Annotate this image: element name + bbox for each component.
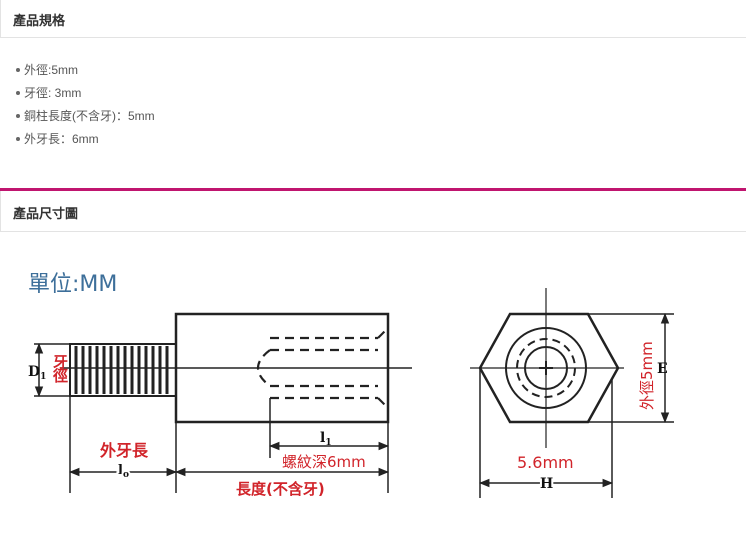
- spec-item: 外牙長：6mm: [16, 131, 155, 154]
- d1-dimension: [34, 342, 70, 398]
- thread-diameter-label: 牙徑: [51, 354, 69, 384]
- outer-diameter-label: 外徑5mm: [638, 341, 656, 410]
- bullet-icon: [16, 67, 20, 72]
- spec-item: 外徑:5mm: [16, 62, 155, 85]
- h-label: H: [540, 476, 553, 492]
- bullet-icon: [16, 90, 20, 95]
- e-dimension: [588, 312, 674, 424]
- thread-depth-label: 螺紋深6mm: [282, 453, 366, 471]
- bullet-icon: [16, 136, 20, 141]
- spec-list: 外徑:5mm 牙徑: 3mm 銅柱長度(不含牙)：5mm 外牙長：6mm: [16, 62, 155, 154]
- l1-label: l1: [320, 430, 332, 448]
- h-dimension: [478, 368, 614, 498]
- spec-section-header: 產品規格: [0, 0, 746, 38]
- male-thread-length-label: 外牙長: [99, 441, 149, 460]
- length-label: 長度(不含牙): [236, 480, 325, 498]
- standoff-side-view: [60, 312, 412, 424]
- d1-label: D1: [28, 364, 46, 382]
- svg-text:牙徑: 牙徑: [51, 354, 69, 384]
- spec-item: 牙徑: 3mm: [16, 85, 155, 108]
- dimension-section-header: 產品尺寸圖: [0, 191, 746, 232]
- spec-section-title: 產品規格: [13, 13, 66, 28]
- unit-label: 單位:MM: [28, 272, 117, 297]
- thread-ridges: [74, 346, 169, 394]
- e-label: E: [657, 361, 668, 377]
- standoff-end-view: [470, 288, 624, 448]
- hex-width-label: 5.6mm: [517, 453, 574, 472]
- spec-item: 銅柱長度(不含牙)：5mm: [16, 108, 155, 131]
- l0-label: lo: [118, 463, 129, 480]
- dimension-section-title: 產品尺寸圖: [13, 206, 79, 221]
- section-divider: [0, 188, 746, 191]
- bullet-icon: [16, 113, 20, 118]
- dimension-drawing: 單位:MM D1: [28, 272, 674, 498]
